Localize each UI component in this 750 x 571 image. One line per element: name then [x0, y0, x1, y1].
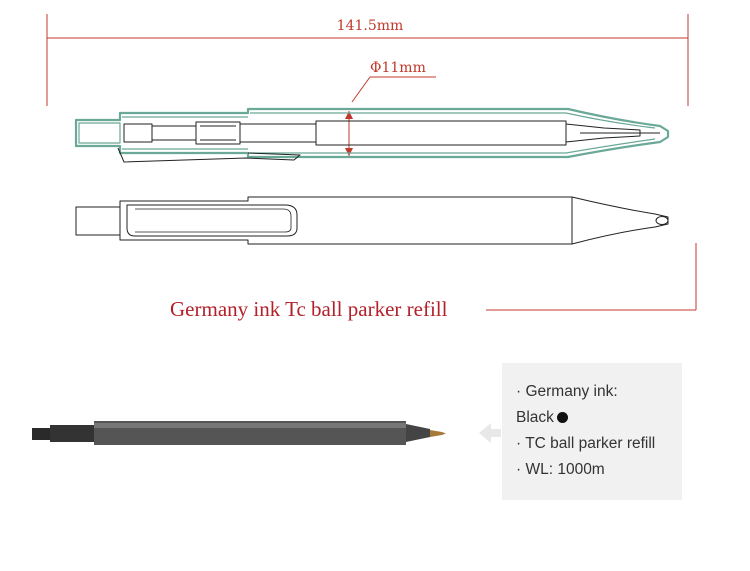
- section-outer-wall: [74, 107, 670, 159]
- section-tip-wall: [565, 112, 656, 154]
- caption-callout: [486, 243, 697, 311]
- info-line-color: Black: [516, 405, 682, 431]
- side-clip: [126, 204, 298, 237]
- diameter-label: Φ11mm: [370, 60, 426, 76]
- black-dot-icon: [556, 412, 568, 423]
- diameter-arrow-top: [345, 111, 353, 119]
- refill-info-box: · Germany ink: Black · TC ball parker re…: [502, 363, 682, 500]
- section-push-button: [78, 122, 121, 144]
- section-clip-wall: [122, 116, 248, 150]
- refill-cone: [406, 424, 430, 442]
- refill-illustration: [32, 421, 446, 445]
- refill-collar: [50, 425, 94, 442]
- info-color-text: Black: [516, 409, 554, 426]
- diameter-arrow-bottom: [345, 148, 353, 156]
- mechanism-spring-housing: [195, 121, 241, 145]
- section-clip: [117, 147, 301, 163]
- refill-caption: Germany ink Tc ball parker refill: [170, 297, 448, 321]
- refill-end-cap: [32, 428, 52, 440]
- side-clip-inner: [135, 208, 292, 233]
- info-line-refill: · TC ball parker refill: [516, 435, 656, 452]
- pen-cross-section: [74, 107, 670, 163]
- diameter-dimension: [345, 76, 436, 156]
- arrow-left-icon: [479, 423, 501, 443]
- refill-barrel: [315, 120, 567, 146]
- side-ball-tip: [655, 216, 669, 225]
- mechanism-plunger: [123, 123, 153, 143]
- side-push-button: [75, 206, 121, 236]
- length-label: 141.5mm: [337, 18, 404, 34]
- mechanism-cam: [151, 125, 197, 141]
- pen-side-view: [75, 196, 669, 245]
- side-body-outline: [119, 196, 669, 245]
- mechanism-connector: [239, 123, 317, 143]
- refill-tube-highlight: [94, 423, 406, 428]
- diameter-leader-diag: [351, 76, 371, 103]
- info-line-ink: · Germany ink:: [516, 383, 618, 400]
- section-inner-wall: [250, 112, 566, 154]
- length-dimension: [46, 14, 689, 106]
- refill-brass-tip: [430, 430, 446, 437]
- info-line-writing-length: · WL: 1000m: [516, 461, 605, 478]
